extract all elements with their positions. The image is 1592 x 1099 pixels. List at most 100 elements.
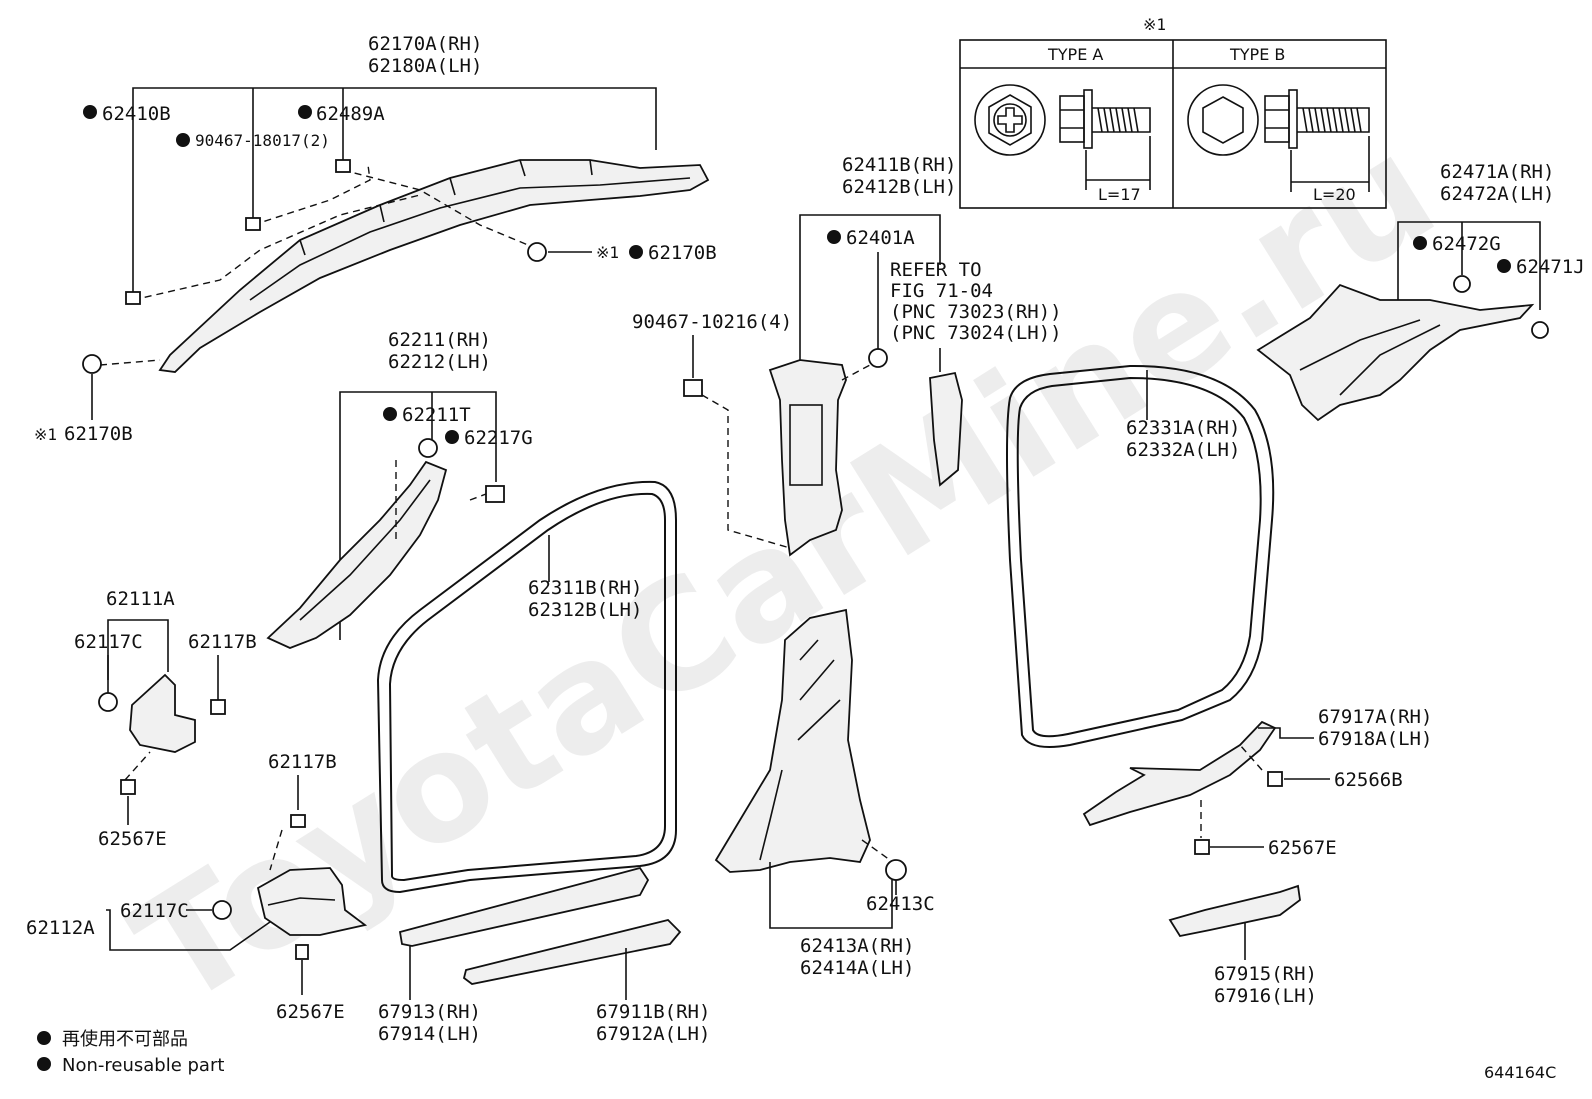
front-pillar-garnish-group: 62211(RH) 62212(LH) 62211T 62217G [266, 329, 533, 649]
refer-line-1: REFER TO [890, 259, 982, 281]
clip-62211T [418, 438, 438, 458]
type-a-label: TYPE A [1047, 45, 1103, 64]
label-67916: 67916(LH) [1214, 985, 1317, 1007]
label-62211: 62211(RH) [388, 329, 491, 351]
center-pillar-lower-garnish [714, 608, 871, 873]
clip-62117B-b [290, 814, 306, 828]
legend-jp: 再使用不可部品 [62, 1029, 188, 1050]
front-scuff-plates-group: 67913(RH) 67914(LH) 67911B(RH) 67912A(LH… [378, 866, 710, 1045]
label-62567E-a: 62567E [98, 828, 167, 850]
label-62566B: 62566B [1334, 769, 1403, 791]
label-62472G: 62472G [1432, 233, 1501, 255]
center-pillar-upper-garnish [768, 359, 847, 557]
label-62472A: 62472A(LH) [1440, 183, 1554, 205]
clip-62117B-a [210, 699, 226, 715]
bolt-62170B-lower [82, 354, 102, 374]
rear-quarter-trim-group: 67917A(RH) 67918A(LH) 62566B 62567E 6791… [1082, 706, 1432, 1007]
label-62413A: 62413A(RH) [800, 935, 914, 957]
cowl-side-lower-group: 62117B 62117C 62112A 62567E [26, 751, 368, 1023]
label-67912A: 67912A(LH) [596, 1023, 710, 1045]
non-reusable-bullet [383, 407, 397, 421]
label-62117C-b: 62117C [120, 900, 189, 922]
scuff-plate-67911B [462, 919, 682, 985]
front-door-weatherstrip [376, 480, 677, 894]
bolt-90467-10216 [683, 379, 703, 397]
type-table-mark: ※1 [1143, 15, 1166, 34]
rear-pillar-garnish [1256, 283, 1535, 422]
clip-62567E-b [295, 944, 309, 960]
clip-62217G [485, 485, 505, 503]
label-62471J: 62471J [1516, 256, 1585, 278]
scuff-plate-67913 [398, 866, 650, 947]
label-67914: 67914(LH) [378, 1023, 481, 1045]
legend: 再使用不可部品 Non-reusable part [37, 1029, 224, 1076]
label-62217G: 62217G [464, 427, 533, 449]
non-reusable-bullet [629, 245, 643, 259]
non-reusable-bullet [83, 105, 97, 119]
clip-62567E-c [1194, 839, 1210, 855]
label-62117B-a: 62117B [188, 631, 257, 653]
phillips-head-icon [974, 84, 1046, 156]
front-door-opening-trim-group: 62311B(RH) 62312B(LH) [376, 480, 677, 894]
label-62567E-b: 62567E [276, 1001, 345, 1023]
label-67911B: 67911B(RH) [596, 1001, 710, 1023]
note-mark: ※1 [34, 425, 57, 444]
cowl-side-trim-group: 62111A 62117C 62117B 62567E [74, 588, 257, 850]
cowl-trim-62112A [256, 867, 368, 936]
refer-line-3: (PNC 73023(RH)) [890, 301, 1062, 323]
clip-62401A [868, 348, 888, 368]
label-62117C-a: 62117C [74, 631, 143, 653]
refer-line-2: FIG 71-04 [890, 280, 993, 302]
type-b-label: TYPE B [1229, 45, 1285, 64]
label-67915: 67915(RH) [1214, 963, 1317, 985]
non-reusable-bullet [1497, 259, 1511, 273]
center-pillar-upper-group: 90467-10216(4) 62411B(RH) 62412B(LH) 624… [632, 154, 1062, 557]
label-62413C: 62413C [866, 893, 935, 915]
clip-62567E-a [120, 779, 136, 795]
label-62412B: 62412B(LH) [842, 176, 956, 198]
clip-62566B [1267, 771, 1283, 787]
rear-door-opening-trim-group: 62331A(RH) 62332A(LH) [1006, 364, 1275, 748]
label-62489A: 62489A [316, 103, 385, 125]
label-62312B: 62312B(LH) [528, 599, 642, 621]
curtain-airbag-group: 62170A(RH) 62180A(LH) 62410B 62489A 9046… [34, 33, 717, 445]
refer-line-4: (PNC 73024(LH)) [890, 322, 1062, 344]
label-67917A: 67917A(RH) [1318, 706, 1432, 728]
non-reusable-bullet [176, 133, 190, 147]
non-reusable-bullet [445, 430, 459, 444]
quarter-trim-67917A [1082, 720, 1277, 827]
clip-62472G [1453, 275, 1471, 293]
bolt-90467-18017 [245, 217, 261, 231]
non-reusable-bullet [827, 230, 841, 244]
note-mark: ※1 [596, 243, 619, 262]
front-pillar-garnish [266, 460, 448, 649]
label-62411B: 62411B(RH) [842, 154, 956, 176]
label-62401A: 62401A [846, 227, 915, 249]
legend-en: Non-reusable part [62, 1055, 224, 1076]
clip-62489A [335, 159, 351, 173]
bolt-62170B-upper [527, 242, 547, 262]
label-62212: 62212(LH) [388, 351, 491, 373]
rear-scuff-plate-67915 [1168, 884, 1301, 938]
bolt-type-b-icon: L=20 [1264, 89, 1370, 204]
label-62567E-c: 62567E [1268, 837, 1337, 859]
label-90467-10216: 90467-10216(4) [632, 311, 792, 333]
cowl-trim-62111A [129, 673, 196, 753]
type-b-length: L=20 [1313, 185, 1356, 204]
label-62170A: 62170A(RH) [368, 33, 482, 55]
type-a-length: L=17 [1098, 185, 1141, 204]
label-62211T: 62211T [402, 404, 471, 426]
type-table: ※1 TYPE A TYPE B L=17 [959, 15, 1387, 209]
rear-door-weatherstrip [1006, 364, 1275, 748]
legend-bullet-icon [37, 1031, 51, 1045]
label-90467-18017: 90467-18017(2) [195, 131, 330, 150]
hex-head-icon [1187, 84, 1259, 156]
bolt-type-a-icon: L=17 [1059, 89, 1151, 204]
label-62117B-b: 62117B [268, 751, 337, 773]
label-67913: 67913(RH) [378, 1001, 481, 1023]
figure-code: 644164C [1484, 1063, 1556, 1082]
label-62331A: 62331A(RH) [1126, 417, 1240, 439]
label-62111A: 62111A [106, 588, 175, 610]
label-62471A: 62471A(RH) [1440, 161, 1554, 183]
clip-62410B [125, 291, 141, 305]
